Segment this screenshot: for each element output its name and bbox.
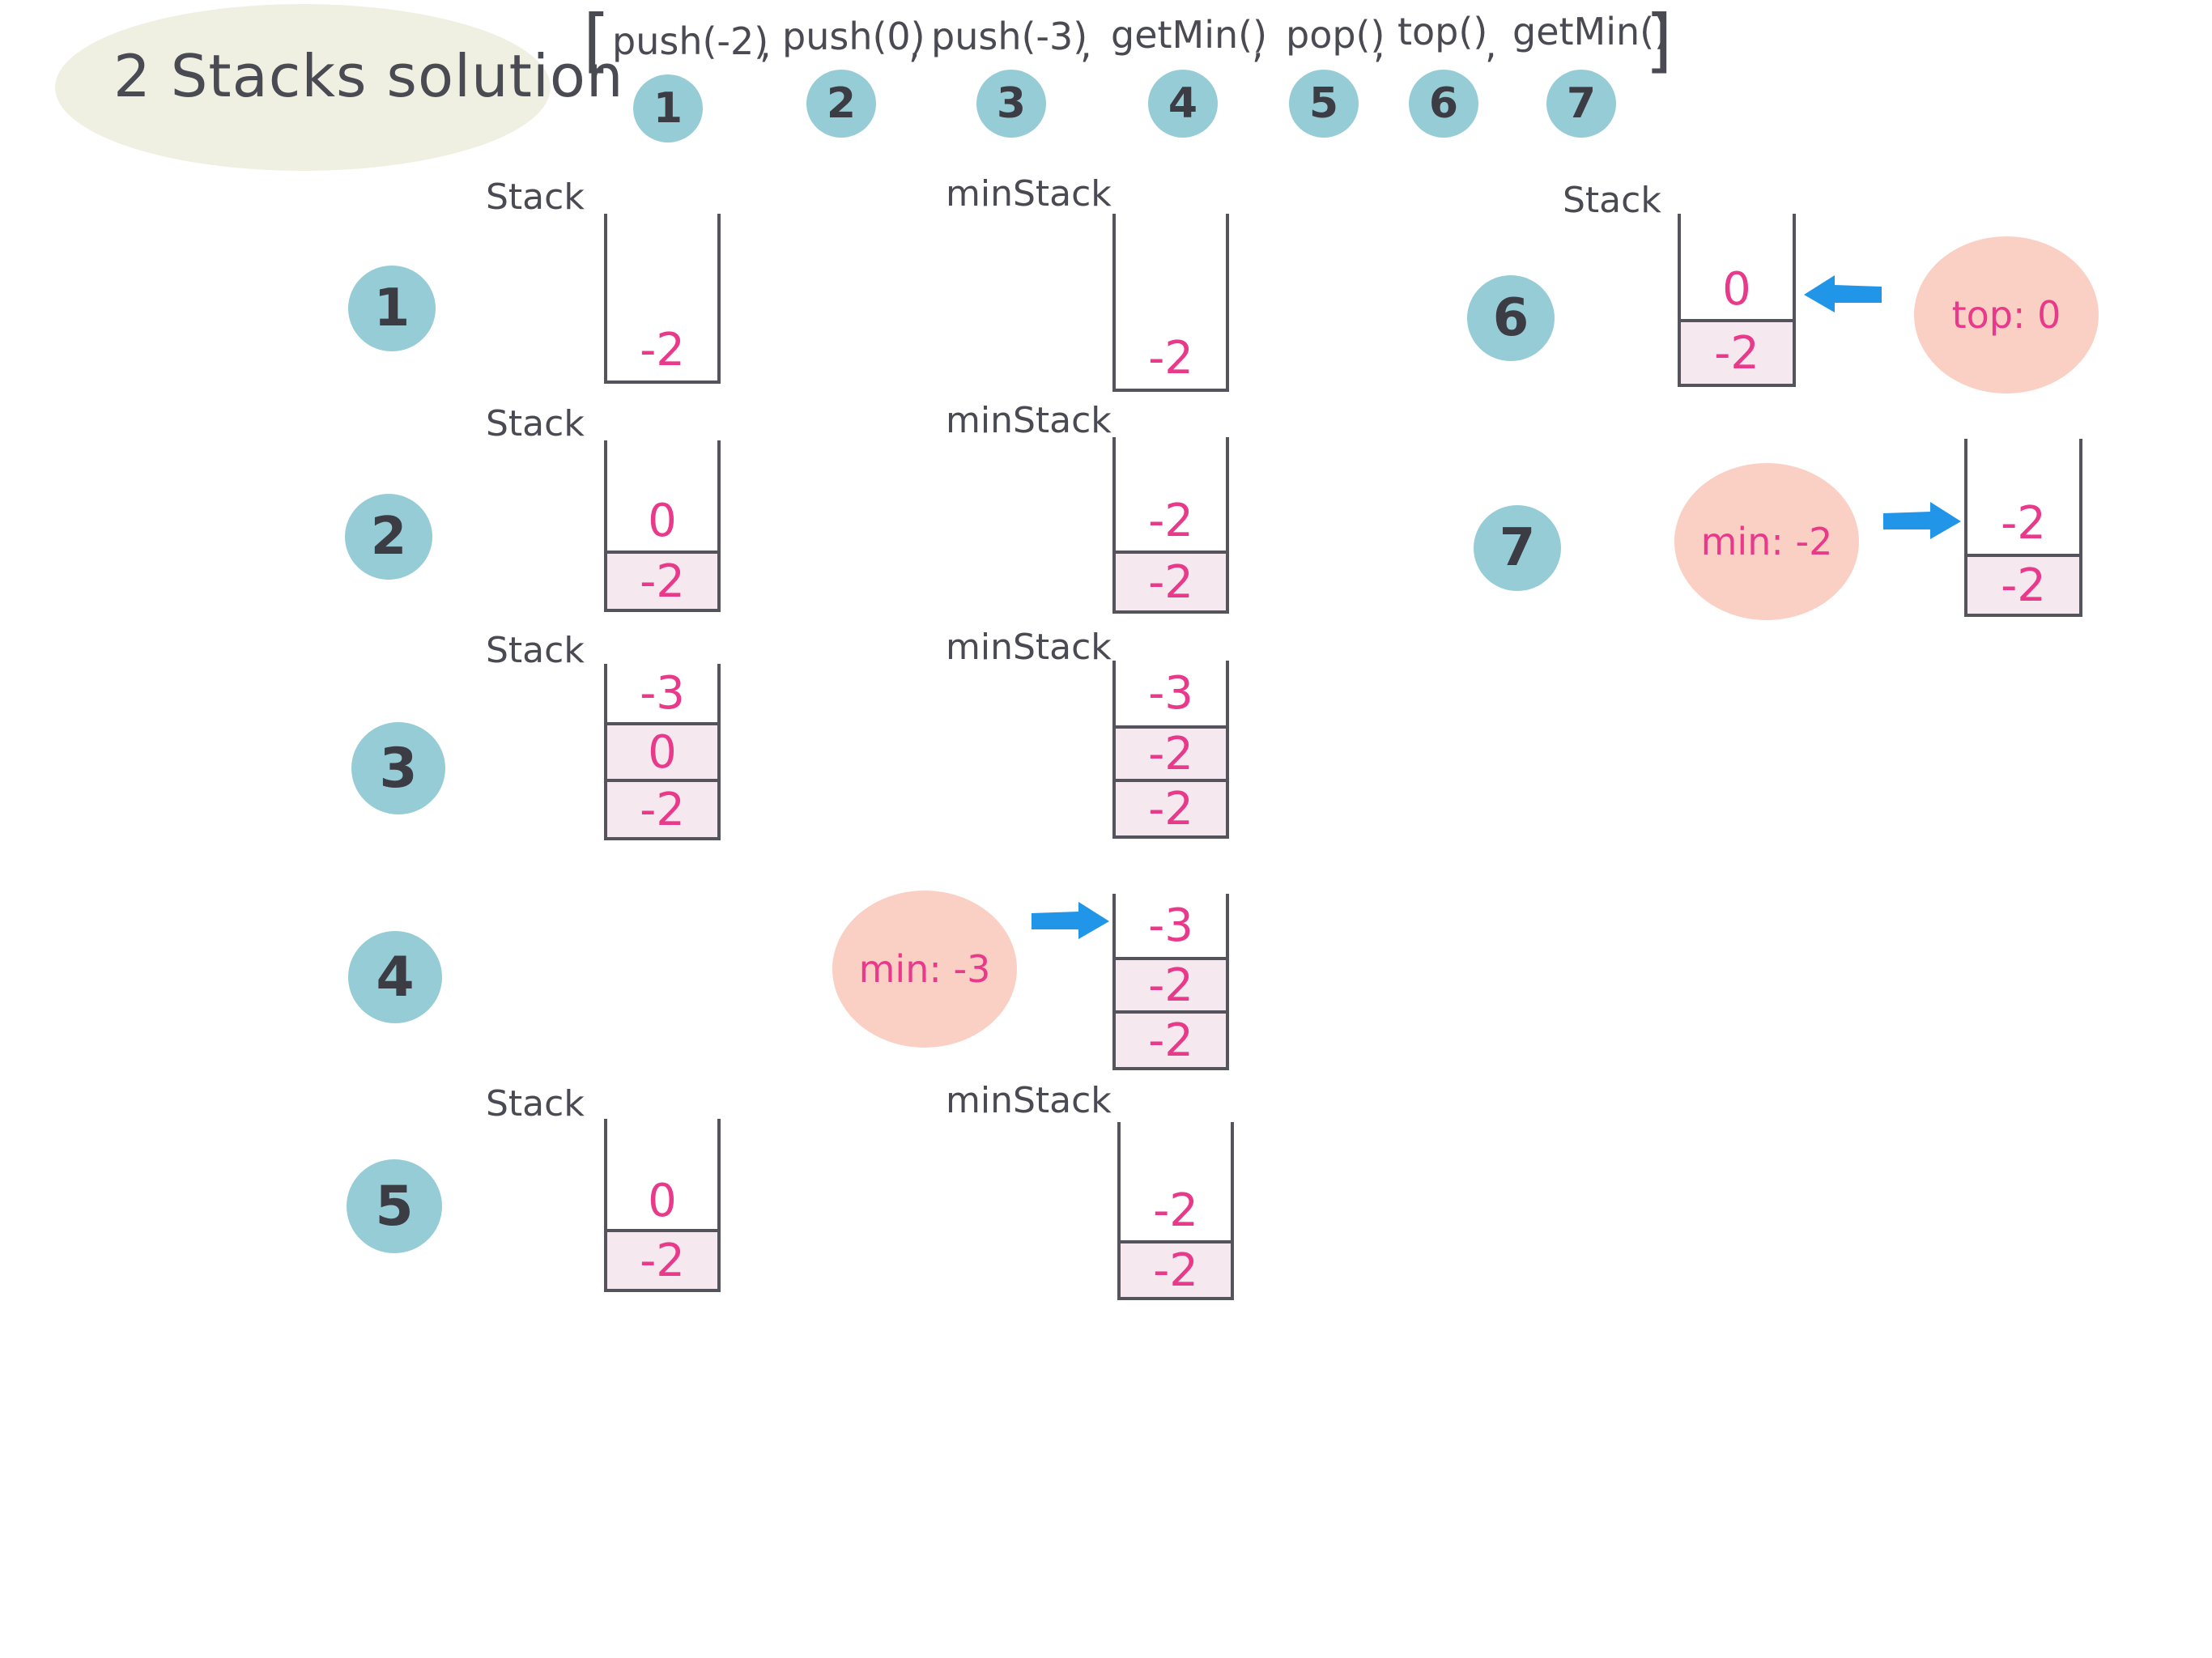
op-step-badge-1: 1: [633, 74, 703, 142]
minstack-label: minStack: [946, 1080, 1112, 1121]
minstack-cell: -2: [1116, 551, 1226, 610]
op-comma: ,: [1485, 23, 1497, 66]
minstack-cell: -2: [1153, 1184, 1198, 1237]
row-step-badge-7: 7: [1474, 505, 1561, 591]
row-step-badge-6: 6: [1467, 275, 1555, 361]
stack-3: -3 0 -2: [604, 664, 721, 840]
stack-cell: 0: [648, 1174, 677, 1227]
op-step-badge-2: 2: [806, 70, 876, 138]
minstack-cell: -2: [1148, 494, 1193, 547]
minstack-cell: -2: [1116, 779, 1226, 835]
op-label-2: push(0): [782, 15, 925, 58]
stack-cell: -2: [607, 1229, 717, 1289]
minstack-2: -2 -2: [1112, 437, 1229, 614]
minstack-cell: -2: [1116, 957, 1226, 1012]
row-step-badge-4: 4: [348, 931, 442, 1023]
op-step-badge-7: 7: [1546, 70, 1616, 138]
op-step-badge-4: 4: [1148, 70, 1218, 138]
minstack-4: -3 -2 -2: [1112, 894, 1229, 1070]
stack-label: Stack: [486, 1083, 585, 1124]
op-comma: ,: [759, 23, 772, 66]
bracket-open: [: [583, 0, 610, 81]
arrow-left-icon: [1804, 275, 1882, 312]
minstack-cell: -2: [1116, 725, 1226, 780]
minstack-label: minStack: [946, 400, 1112, 441]
stack-2: 0 -2: [604, 440, 721, 612]
stack-label: Stack: [486, 630, 585, 671]
op-comma: ,: [1080, 23, 1092, 66]
minstack-cell: -2: [1967, 554, 2079, 614]
result-bubble-top: top: 0: [1914, 236, 2099, 393]
bracket-close: ]: [1645, 0, 1673, 81]
stack-cell: -2: [1681, 319, 1793, 384]
op-label-6: top(): [1397, 10, 1488, 53]
stack-cell: 0: [607, 722, 717, 779]
row-step-badge-3: 3: [351, 722, 445, 814]
op-step-badge-3: 3: [976, 70, 1046, 138]
stack-cell: 0: [648, 494, 677, 547]
minstack-cell: -3: [1148, 666, 1193, 720]
stack-cell: 0: [1722, 262, 1751, 316]
row-step-badge-1: 1: [348, 266, 436, 351]
row-step-badge-2: 2: [345, 494, 432, 580]
minstack-cell: -2: [1116, 1010, 1226, 1067]
stack-label: Stack: [486, 403, 585, 444]
op-comma: ,: [1252, 23, 1264, 66]
op-comma: ,: [908, 23, 921, 66]
stack-5: 0 -2: [604, 1119, 721, 1292]
minstack-label: minStack: [946, 173, 1112, 215]
row-step-badge-5: 5: [347, 1159, 442, 1253]
op-label-7: getMin(): [1512, 10, 1670, 53]
minstack-cell: -2: [1148, 331, 1193, 385]
stack-label: Stack: [486, 176, 585, 218]
minstack-label: minStack: [946, 627, 1112, 668]
stack-cell: -2: [607, 551, 717, 609]
op-step-badge-5: 5: [1289, 70, 1359, 138]
minstack-7: -2 -2: [1964, 439, 2082, 617]
op-comma: ,: [1373, 23, 1385, 66]
op-label-5: pop(): [1286, 13, 1385, 57]
minstack-cell: -3: [1148, 899, 1193, 952]
stack-cell: -2: [640, 323, 685, 376]
stack-cell: -3: [640, 666, 685, 720]
op-label-1: push(-2): [612, 19, 769, 63]
diagram-title: 2 Stacks solution: [113, 42, 624, 110]
minstack-5: -2 -2: [1117, 1122, 1234, 1300]
minstack-cell: -2: [1121, 1240, 1231, 1297]
op-label-4: getMin(): [1111, 13, 1268, 57]
title-bubble: [55, 4, 551, 171]
stack-label: Stack: [1563, 180, 1661, 221]
minstack-1: -2: [1112, 214, 1229, 392]
result-bubble-min: min: -2: [1674, 463, 1859, 620]
stack-cell: -2: [607, 779, 717, 837]
op-step-badge-6: 6: [1409, 70, 1478, 138]
minstack-cell: -2: [2001, 496, 2046, 550]
arrow-right-icon: [1032, 902, 1109, 939]
result-bubble-min: min: -3: [832, 891, 1017, 1048]
stack-6: 0 -2: [1678, 214, 1796, 387]
arrow-right-icon: [1883, 502, 1961, 539]
minstack-3: -3 -2 -2: [1112, 661, 1229, 839]
op-label-3: push(-3): [931, 15, 1088, 58]
stack-1: -2: [604, 214, 721, 384]
